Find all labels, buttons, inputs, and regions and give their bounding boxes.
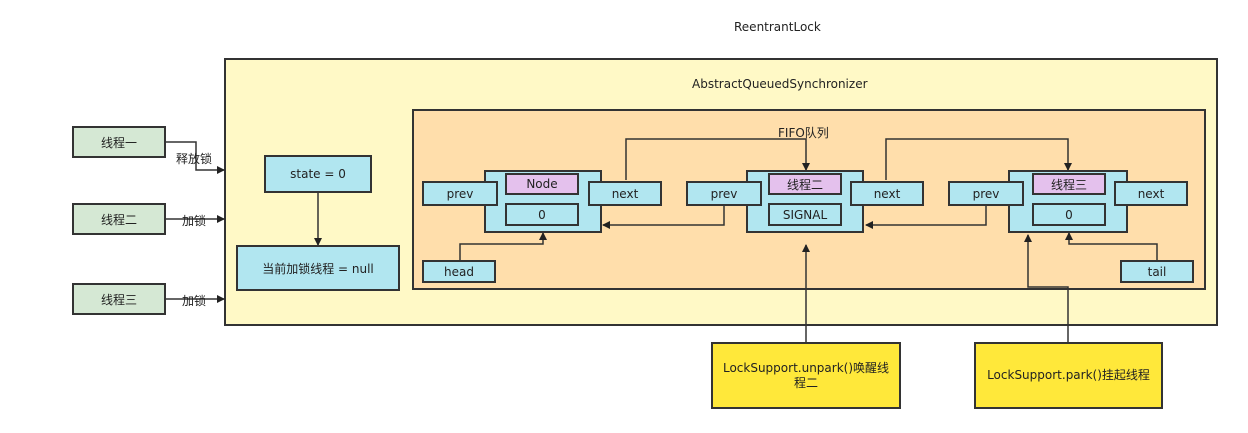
node-3-status: 0 [1032,203,1106,226]
node-3-name: 线程三 [1032,173,1106,195]
node-3-prev: prev [948,181,1024,206]
park-note: LockSupport.park()挂起线程 [974,342,1163,409]
node-2-status: SIGNAL [768,203,842,226]
node-1-name: Node [505,173,579,195]
node-2-next: next [850,181,924,206]
node-1-next: next [588,181,662,206]
thread-3-box: 线程三 [72,283,166,315]
node-2-name: 线程二 [768,173,842,195]
thread-1-box: 线程一 [72,126,166,158]
node-3-next: next [1114,181,1188,206]
thread-2-action: 加锁 [182,214,207,228]
thread-2-box: 线程二 [72,203,166,235]
thread-1-action: 释放锁 [176,152,213,166]
node-2-prev: prev [686,181,762,206]
fifo-queue-label: FIFO队列 [778,126,829,140]
unpark-note: LockSupport.unpark()唤醒线程二 [711,342,901,409]
node-1-prev: prev [422,181,498,206]
aqs-label: AbstractQueuedSynchronizer [692,77,868,91]
node-1-status: 0 [505,203,579,226]
tail-pointer: tail [1120,260,1194,283]
head-pointer: head [422,260,496,283]
thread-3-action: 加锁 [182,294,207,308]
lock-owner-box: 当前加锁线程 = null [236,245,400,291]
state-box: state = 0 [264,155,372,193]
diagram-title: ReentrantLock [734,20,821,34]
